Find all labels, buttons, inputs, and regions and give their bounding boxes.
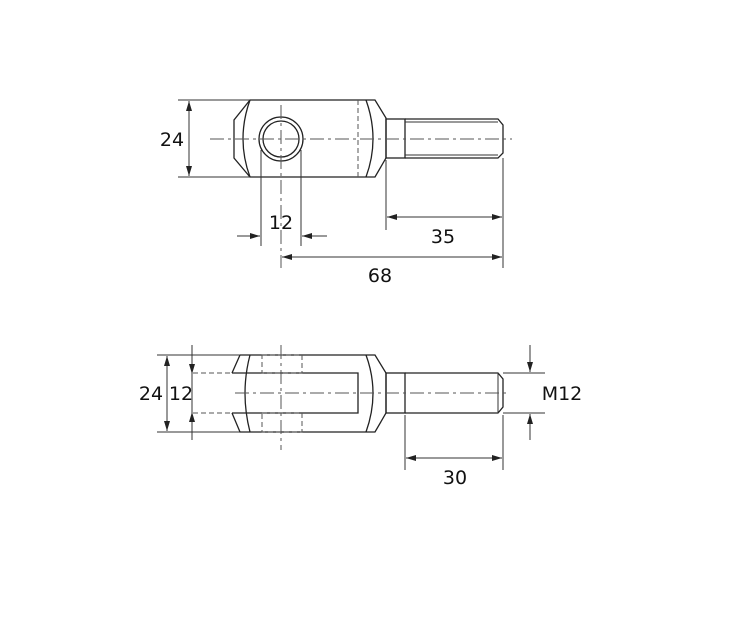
dim-overall-length: 68 xyxy=(368,265,392,287)
dim-hole-diameter: 12 xyxy=(269,212,293,234)
side-view: 24 12 M12 30 xyxy=(139,345,582,489)
dim-thread-length-top: 35 xyxy=(431,226,455,248)
dim-height-top: 24 xyxy=(160,129,184,151)
clevis-body-outline xyxy=(233,99,387,178)
dim-slot-width: 12 xyxy=(169,383,193,405)
dim-thread-size: M12 xyxy=(542,383,583,405)
top-view: 24 12 35 68 xyxy=(160,99,512,287)
dim-thread-length-side: 30 xyxy=(443,467,467,489)
dim-height-side: 24 xyxy=(139,383,163,405)
